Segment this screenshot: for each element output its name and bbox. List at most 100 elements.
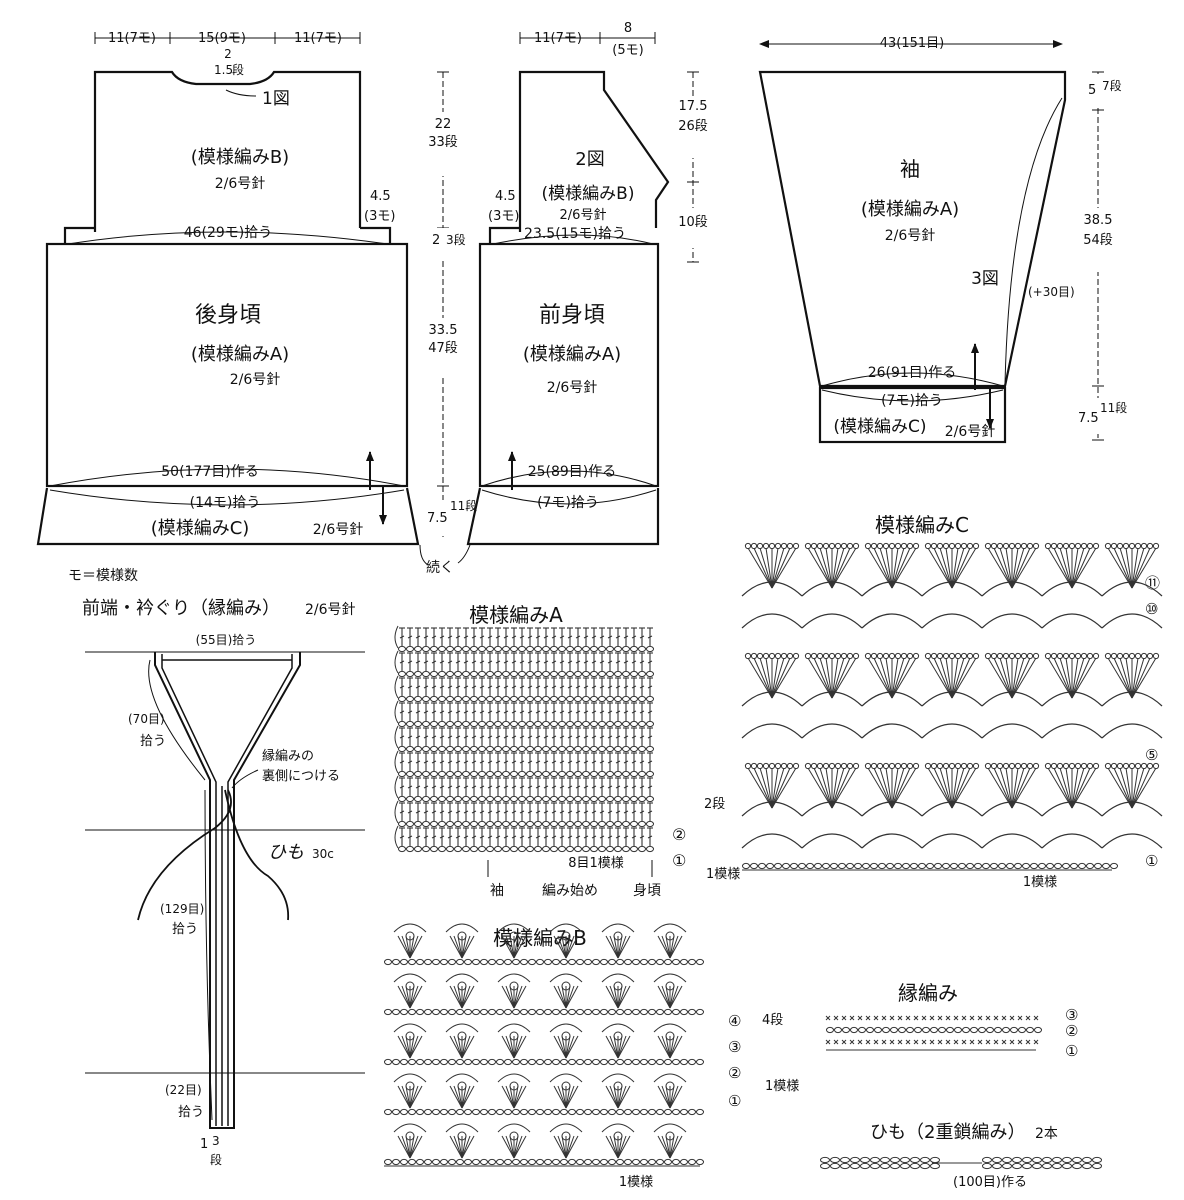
front-fig2: 2図	[575, 149, 604, 170]
band-v22-pickup: 拾う	[178, 1105, 204, 1120]
band-note-1: 縁編みの	[262, 748, 314, 764]
front-bodice: 11(7モ) 8 (5モ) 2図 (模様編みB) 2/6号針 4.5 (3モ) …	[466, 21, 708, 546]
pattern-a-body: 身頃	[633, 883, 661, 899]
pattern-c-row10: ⑩	[1145, 600, 1158, 618]
back-hem-needle: 2/6号針	[313, 522, 364, 538]
back-yoke-rows: 33段	[428, 135, 458, 150]
band-title: 前端・衿ぐり（縁編み）	[82, 598, 280, 619]
back-body-needle: 2/6号針	[230, 372, 281, 388]
band-neck-pickup: (55目)拾う	[196, 632, 257, 647]
pattern-b-note: 4段	[762, 1013, 783, 1028]
back-cast-on: 50(177目)作る	[161, 464, 258, 480]
sleeve-cuff-rows: 11段	[1100, 400, 1127, 415]
edge-row1: ①	[1065, 1042, 1078, 1060]
sleeve-pattern: (模様編みA)	[861, 199, 959, 220]
pattern-a-row1: ①	[672, 851, 686, 870]
back-yoke-pattern: (模様編みB)	[191, 147, 289, 168]
pattern-a-note: 2段	[704, 797, 725, 812]
front-yoke-needle: 2/6号針	[560, 208, 607, 223]
front-width-left: 11(7モ)	[534, 31, 582, 46]
pattern-b-row1: ①	[728, 1092, 741, 1110]
sleeve-increase: (+30目)	[1028, 285, 1075, 299]
back-width-left: 11(7モ)	[108, 31, 156, 46]
back-hem-rows: 11段	[450, 498, 477, 513]
pattern-b-row3: ③	[728, 1038, 741, 1056]
tie-label: ひも	[268, 842, 304, 863]
pattern-c-chart: 模様編みC ⑪ ⑩ ⑤ ① 1模様	[741, 513, 1163, 890]
sleeve-body-height: 38.5	[1084, 213, 1113, 228]
band-needle: 2/6号針	[305, 602, 356, 618]
front-cast-on: 25(89目)作る	[528, 464, 617, 480]
back-neck-depth: 1.5	[214, 63, 233, 77]
band-v22: (22目)	[165, 1083, 202, 1097]
cord-count: 2本	[1035, 1126, 1058, 1142]
pattern-c-title: 模様編みC	[875, 513, 969, 537]
pattern-a-title: 模様編みA	[469, 603, 563, 627]
back-width-right: 11(7モ)	[294, 31, 342, 46]
sleeve-pickup: (7モ)拾う	[881, 393, 943, 409]
front-width-right-motif: (5モ)	[612, 43, 643, 58]
front-neck-rows: 26段	[678, 119, 708, 134]
back-body-height: 33.5	[429, 323, 458, 338]
sleeve-fig3: 3図	[971, 269, 999, 289]
sleeve-cuff-height: 7.5	[1078, 411, 1099, 426]
cord-chart: ひも（2重鎖編み） 2本 (100目)作る	[820, 1122, 1102, 1190]
pattern-b-note-2: 1模様	[765, 1079, 799, 1094]
band-v129: (129目)	[160, 902, 204, 916]
band-v70: (70目)	[128, 712, 165, 726]
pattern-b-title: 模様編みB	[493, 926, 587, 950]
front-neck-height: 17.5	[679, 99, 708, 114]
front-armhole-motif: (3モ)	[488, 209, 519, 224]
back-neck-rows: 段	[232, 62, 244, 77]
front-hem-pickup: (7モ)拾う	[537, 495, 599, 511]
sleeve-cap-rows: 7段	[1102, 78, 1122, 93]
pattern-c-row1: ①	[1145, 852, 1158, 870]
sleeve-cap-height: 5	[1088, 83, 1096, 98]
front-width-right: 8	[624, 21, 632, 36]
back-bodice: 11(7モ) 15(9モ) 11(7モ) 2 1.5 段 1図 (模様編みB) …	[36, 31, 477, 576]
sleeve: 43(151目) 袖 (模様編みA) 2/6号針 3図 (+30目) 26(91…	[758, 36, 1127, 444]
pattern-b-row2: ②	[728, 1064, 741, 1082]
back-yoke-needle: 2/6号針	[215, 176, 266, 192]
front-pickup: 23.5(15モ)拾う	[524, 226, 626, 242]
back-fig1: 1図	[262, 89, 290, 109]
front-body-pattern: (模様編みA)	[523, 344, 621, 365]
sleeve-cuff-pattern: (模様編みC)	[833, 417, 926, 437]
pattern-a-row2: ②	[672, 825, 686, 844]
motif-legend: モ＝模様数	[68, 568, 138, 584]
band-rows-num-b: 3	[212, 1134, 220, 1148]
back-neck-rows-num: 2	[224, 47, 232, 61]
pattern-a-stitches	[394, 625, 654, 853]
cord-title: ひも（2重鎖編み）	[870, 1122, 1025, 1143]
back-mid-height: 2	[432, 233, 440, 248]
pattern-c-repeat: 1模様	[1023, 875, 1057, 890]
back-mid-rows: 3段	[446, 232, 466, 247]
band-rows-unit: 段	[210, 1152, 222, 1167]
back-hem-pickup: (14モ)拾う	[190, 495, 261, 511]
pattern-c-row5: ⑤	[1145, 746, 1158, 764]
front-band-diagram: 前端・衿ぐり（縁編み） 2/6号針 (55目)拾う (70目) 拾う 縁編みの …	[82, 598, 365, 1167]
pattern-b-row4: ④	[728, 1012, 741, 1030]
tie-length: 30c	[312, 847, 334, 861]
back-width-center: 15(9モ)	[198, 31, 246, 46]
pattern-b-repeat: 1模様	[619, 1175, 653, 1190]
sleeve-needle: 2/6号針	[885, 228, 936, 244]
sleeve-cuff-needle: 2/6号針	[945, 424, 996, 440]
edge-row3: ③	[1065, 1006, 1078, 1024]
pattern-b-chart: 模様編みB ④ ③ ② ① 4段 1模様 1模様	[384, 923, 799, 1190]
edge-stitch-chart: 縁編み ③ ② ①	[825, 981, 1078, 1060]
back-armhole-motif: (3モ)	[364, 209, 395, 224]
pattern-b-stitches	[384, 923, 704, 1167]
pattern-a-note-2: 1模様	[706, 867, 740, 882]
sleeve-top-width: 43(151目)	[880, 36, 945, 51]
edge-row2: ②	[1065, 1022, 1078, 1040]
back-armhole-width: 4.5	[370, 189, 391, 204]
pattern-a-repeat: 8目1模様	[568, 856, 624, 871]
sleeve-title: 袖	[900, 157, 920, 181]
pattern-c-row11: ⑪	[1145, 574, 1160, 592]
edge-stitches	[825, 1015, 1042, 1051]
edge-title: 縁編み	[898, 981, 958, 1005]
band-note-2: 裏側につける	[262, 769, 340, 784]
